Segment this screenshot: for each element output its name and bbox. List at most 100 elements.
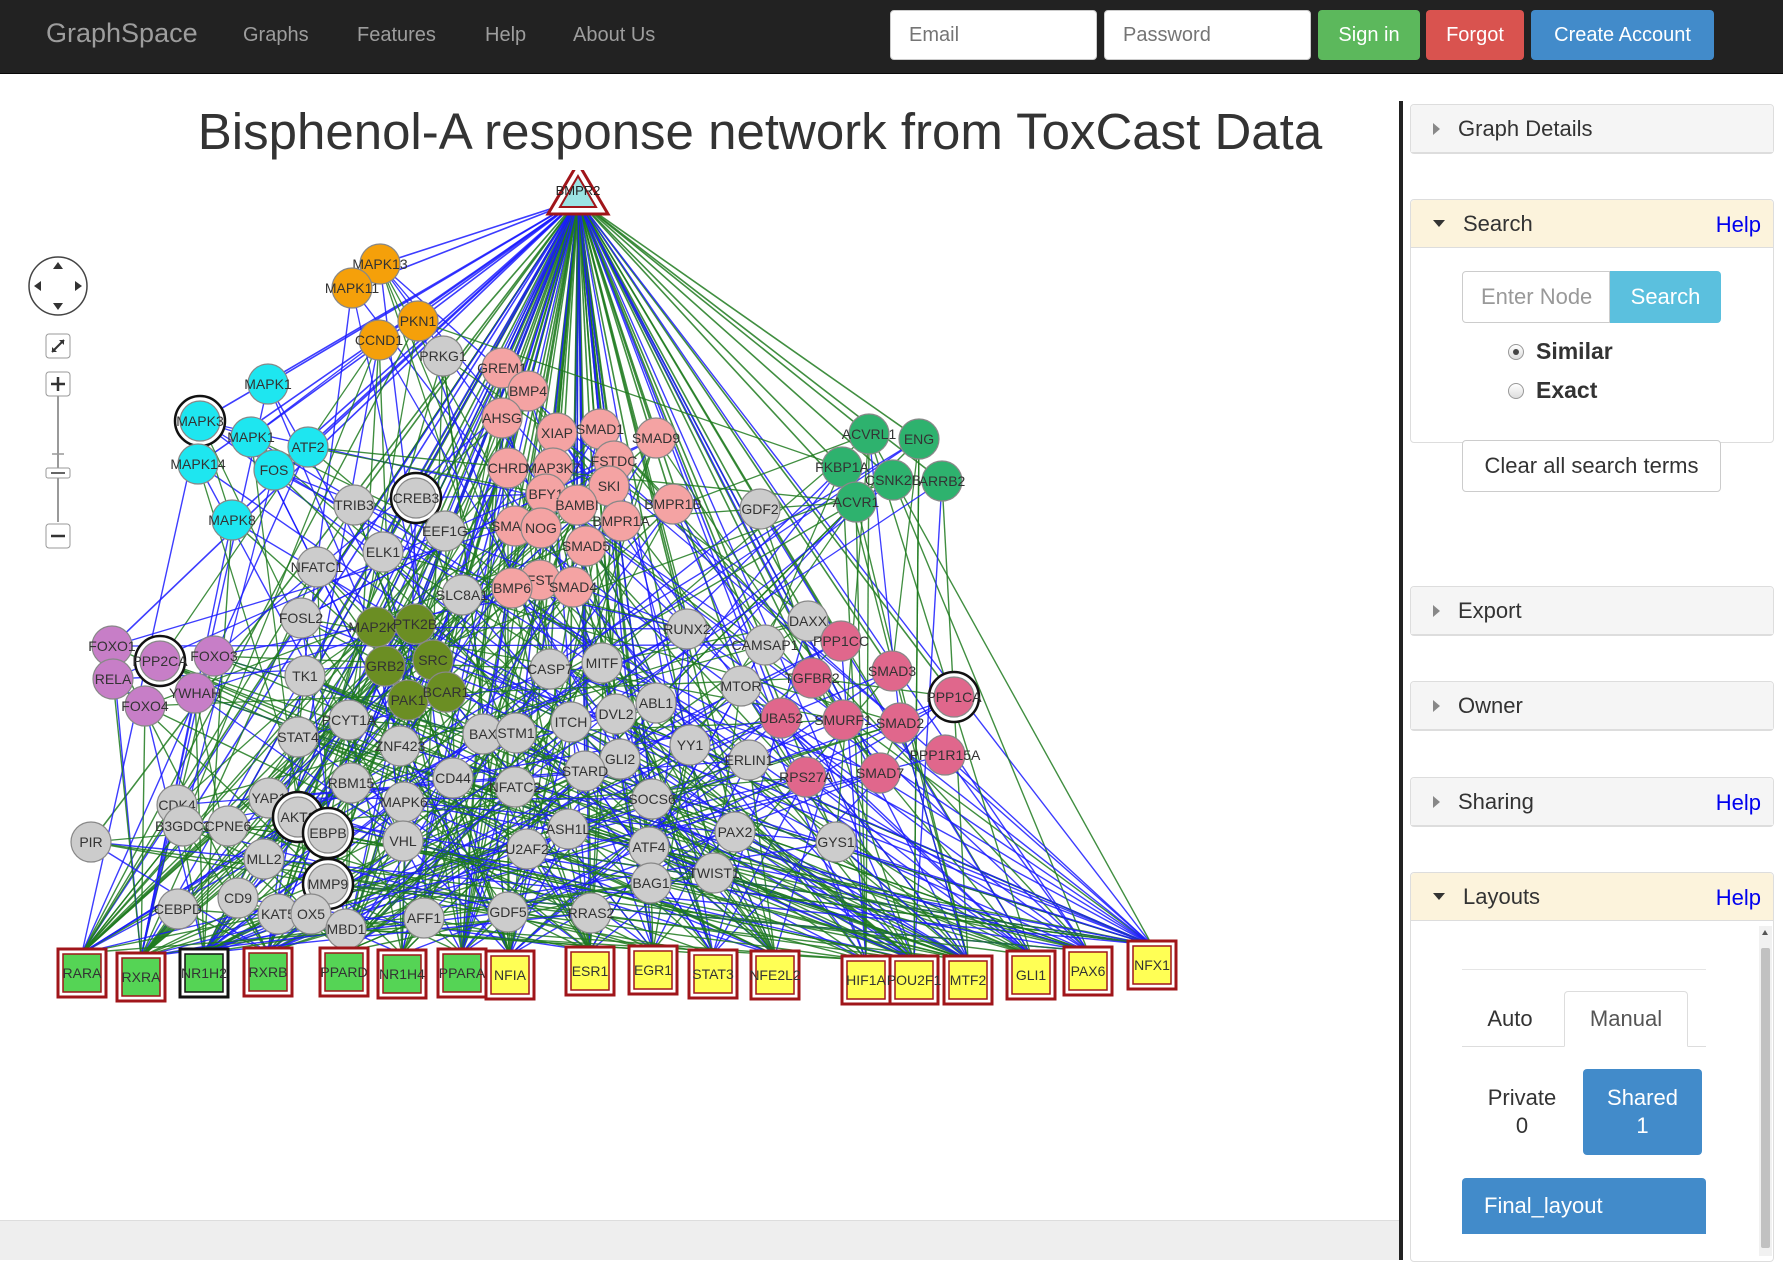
node-acvr1[interactable]: ACVR1: [833, 481, 880, 523]
node-mtor[interactable]: MTOR: [720, 665, 762, 707]
node-arrb2[interactable]: ARRB2: [919, 460, 966, 502]
layouts-header[interactable]: Layouts Help: [1411, 873, 1773, 921]
node-ski[interactable]: SKI: [588, 465, 630, 507]
node-grem1[interactable]: GREM1: [477, 347, 527, 389]
node-trib3[interactable]: TRIB3: [333, 484, 375, 526]
tf-node-mtf2[interactable]: MTF2: [942, 954, 994, 1006]
nav-link-help[interactable]: Help: [485, 24, 527, 46]
tf-node-gli1[interactable]: GLI1: [1005, 949, 1057, 1001]
tf-node-nfia[interactable]: NFIA: [484, 949, 536, 1001]
node-atf2[interactable]: ATF2: [287, 426, 329, 468]
node-chrd[interactable]: CHRD: [487, 447, 529, 489]
node-itch[interactable]: ITCH: [550, 701, 592, 743]
tf-node-nfe2l2[interactable]: NFE2L2: [749, 949, 801, 1001]
node-map2k1[interactable]: MAP2K1: [348, 606, 404, 648]
search-input[interactable]: Enter Node: [1462, 271, 1610, 323]
node-rbm15[interactable]: RBM15: [328, 762, 375, 804]
node-gdf2[interactable]: GDF2: [739, 488, 781, 530]
node-abl1[interactable]: ABL1: [635, 682, 677, 724]
fit-icon[interactable]: [45, 333, 71, 359]
nav-link-about-us[interactable]: About Us: [573, 24, 656, 46]
sharing-help-link[interactable]: Help: [1715, 790, 1761, 815]
node-mapk6[interactable]: MAPK6: [380, 781, 428, 823]
node-pir[interactable]: PIR: [70, 821, 112, 863]
network-graph-canvas[interactable]: BMPR2MAPK13MAPK11PKN1CCND1PRKG1MAPK1MAPK…: [0, 170, 1399, 1220]
node-xiap[interactable]: XIAP: [536, 412, 578, 454]
shared-button[interactable]: [1583, 1069, 1702, 1155]
node-smad4[interactable]: SMAD4: [549, 566, 597, 608]
graph-details-header[interactable]: Graph Details: [1411, 105, 1773, 153]
node-smad7[interactable]: SMAD7: [856, 752, 904, 794]
forgot-button[interactable]: Forgot: [1426, 10, 1524, 60]
node-foxo3[interactable]: FOXO3: [190, 635, 238, 677]
tab-manual[interactable]: Manual: [1564, 991, 1688, 1047]
node-elk1[interactable]: ELK1: [362, 531, 404, 573]
exact-radio[interactable]: Exact: [1508, 377, 1597, 404]
tf-node-hif1a[interactable]: HIF1A: [840, 954, 892, 1006]
node-slc8a1[interactable]: SLC8A1: [436, 574, 488, 616]
node-grb2[interactable]: GRB2: [364, 645, 406, 687]
node-smad1[interactable]: SMAD1: [576, 408, 624, 450]
node-acvrl1[interactable]: ACVRL1: [842, 413, 897, 455]
node-rps27a[interactable]: RPS27A: [779, 756, 834, 798]
tf-node-pou2f1[interactable]: POU2F1: [887, 954, 942, 1006]
node-pax2[interactable]: PAX2: [714, 811, 756, 853]
zoom-out-icon[interactable]: [45, 523, 71, 549]
node-mapk1[interactable]: MAPK1: [244, 363, 292, 405]
node-casp7[interactable]: CASP7: [527, 648, 573, 690]
tf-node-ppard[interactable]: PPARD: [318, 946, 370, 998]
tf-node-ppara[interactable]: PPARA: [436, 947, 488, 999]
tf-node-rxrb[interactable]: RXRB: [242, 946, 294, 998]
node-gdf5[interactable]: GDF5: [487, 891, 529, 933]
node-atf4[interactable]: ATF4: [628, 826, 670, 868]
node-daxx[interactable]: DAXX: [787, 600, 829, 642]
zoom-in-icon[interactable]: [45, 371, 71, 397]
tf-node-rara[interactable]: RARA: [56, 947, 108, 999]
node-nfatc1[interactable]: NFATC1: [291, 546, 344, 588]
node-smurf1[interactable]: SMURF1: [814, 699, 872, 741]
node-ccnd1[interactable]: CCND1: [355, 319, 403, 361]
node-nfatc2[interactable]: NFATC2: [489, 766, 542, 808]
tf-node-stat3[interactable]: STAT3: [687, 948, 739, 1000]
node-gys1[interactable]: GYS1: [815, 821, 857, 863]
node-eef1g[interactable]: EEF1G: [422, 510, 468, 552]
tf-node-nr1h4[interactable]: NR1H4: [376, 948, 428, 1000]
layout-item-final-layout[interactable]: Final_layout: [1462, 1178, 1706, 1234]
node-bmp6[interactable]: BMP6: [491, 567, 533, 609]
node-yy1[interactable]: YY1: [669, 724, 711, 766]
brand-logo[interactable]: GraphSpace: [46, 18, 198, 48]
node-mapk14[interactable]: MAPK14: [170, 443, 226, 485]
export-header[interactable]: Export: [1411, 587, 1773, 635]
zoom-slider-handle[interactable]: [45, 467, 71, 479]
node-erlin1[interactable]: ERLIN1: [724, 739, 774, 781]
node-bax[interactable]: BAX: [462, 713, 504, 755]
node-smad5[interactable]: SMAD5: [562, 525, 610, 567]
node-prkg1[interactable]: PRKG1: [419, 335, 467, 377]
node-dvl2[interactable]: DVL2: [595, 693, 637, 735]
pan-control[interactable]: [28, 256, 88, 316]
node-ywhah[interactable]: YWHAH: [169, 672, 221, 714]
node-rela[interactable]: RELA: [92, 658, 134, 700]
node-bmpr1a[interactable]: BMPR1A: [592, 500, 650, 542]
node-bmpr1b[interactable]: BMPR1B: [644, 483, 702, 525]
node-vhl[interactable]: VHL: [382, 820, 424, 862]
node-ahsg[interactable]: AHSG: [481, 397, 523, 439]
owner-header[interactable]: Owner: [1411, 682, 1773, 730]
node-socs6[interactable]: SOCS6: [628, 778, 676, 820]
tf-node-esr1[interactable]: ESR1: [564, 945, 616, 997]
node-smad3[interactable]: SMAD3: [868, 650, 916, 692]
node-nog[interactable]: NOG: [520, 507, 562, 549]
node-stm1[interactable]: STM1: [495, 712, 537, 754]
node-ebpb[interactable]: EBPB: [301, 806, 355, 860]
node-ppp1ca[interactable]: PPP1CA: [926, 670, 982, 724]
create-account-button[interactable]: Create Account: [1531, 10, 1714, 60]
nav-link-features[interactable]: Features: [357, 24, 436, 46]
node-camsap1[interactable]: CAMSAP1: [732, 624, 799, 666]
node-foxo4[interactable]: FOXO4: [121, 685, 169, 727]
node-ash1l[interactable]: ASH1L: [546, 808, 591, 850]
clear-search-button[interactable]: Clear all search terms: [1462, 440, 1721, 492]
tf-node-nr1h2[interactable]: NR1H2: [178, 947, 230, 999]
node-aff1[interactable]: AFF1: [403, 897, 445, 939]
node-smad9[interactable]: SMAD9: [632, 417, 680, 459]
node-cpne6[interactable]: CPNE6: [205, 805, 252, 847]
